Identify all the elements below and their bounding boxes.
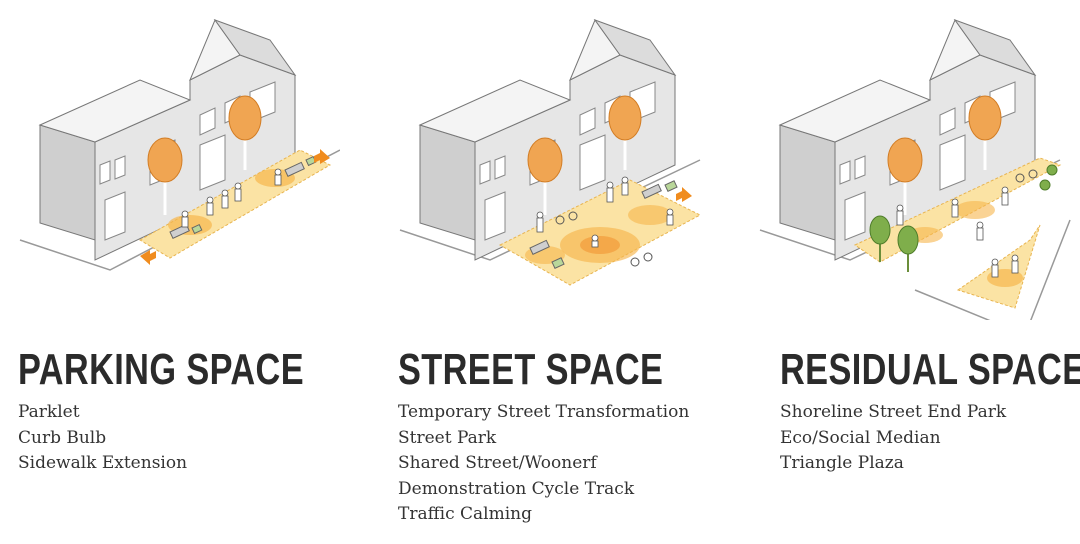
panel-residual-space: RESIDUAL SPACE Shoreline Street End Park…: [740, 0, 1080, 544]
tree-icon: [887, 137, 923, 215]
activity-zone: [580, 236, 620, 254]
tree-icon: [897, 225, 919, 272]
list-item: Shared Street/Woonerf: [398, 453, 597, 473]
panel-title: PARKING SPACE: [18, 345, 305, 394]
list-item: Street Park: [398, 427, 497, 448]
person-icon: [536, 176, 674, 248]
list-item: Eco/Social Median: [780, 427, 941, 448]
tree-icon: [869, 215, 891, 262]
list-item: Parklet: [18, 402, 80, 422]
bicycle-icon: [555, 211, 653, 267]
panel-title: STREET SPACE: [398, 345, 664, 394]
item-list: Temporary Street Transformation Street P…: [398, 400, 689, 528]
building-roof: [778, 79, 932, 143]
tree-icon: [968, 95, 1002, 170]
building-side-wall: [419, 124, 476, 241]
bench-icon: [529, 239, 550, 256]
door: [104, 191, 126, 241]
item-list: Parklet Curb Bulb Sidewalk Extension: [18, 400, 187, 477]
bench-icon: [169, 223, 190, 240]
planter-icon: [664, 180, 678, 193]
building-side-wall: [779, 124, 836, 241]
list-item: Traffic Calming: [398, 504, 533, 524]
panel-parking-space: PARKING SPACE Parklet Curb Bulb Sidewalk…: [0, 0, 340, 544]
arrow-icon: [140, 149, 330, 265]
bicycle-icon: [1015, 169, 1038, 183]
building-roof-slope: [593, 18, 677, 77]
bench-icon: [284, 161, 305, 178]
list-item: Shoreline Street End Park: [780, 402, 1007, 422]
panel-street-space: STREET SPACE Temporary Street Transforma…: [380, 0, 720, 544]
activity-zone: [628, 205, 672, 225]
list-item: Triangle Plaza: [780, 453, 904, 473]
person-icon: [896, 186, 1019, 278]
activity-zone: [955, 201, 995, 219]
tree-icon: [608, 95, 642, 170]
arrow-icon: [676, 187, 692, 202]
list-item: Temporary Street Transformation: [398, 402, 690, 422]
list-item: Sidewalk Extension: [18, 453, 188, 473]
list-item: Curb Bulb: [18, 427, 107, 448]
tree-icon: [147, 137, 183, 215]
person-icon: [181, 168, 282, 228]
tree-icon: [527, 137, 563, 215]
planter-icon: [1039, 164, 1058, 191]
building-roof-slope: [213, 18, 297, 77]
planter-icon: [191, 223, 203, 235]
panel-title: RESIDUAL SPACE: [780, 345, 1080, 394]
building-roof-slope: [953, 18, 1037, 77]
list-item: Demonstration Cycle Track: [398, 478, 635, 499]
building-side-wall: [39, 124, 96, 241]
building-roof: [418, 79, 572, 143]
street-edge: [914, 219, 1071, 320]
item-list: Shoreline Street End Park Eco/Social Med…: [780, 400, 1006, 477]
parking-space-illustration: [19, 18, 340, 271]
street-space-illustration: [399, 18, 702, 286]
door: [844, 191, 866, 241]
door: [484, 191, 506, 241]
bench-icon: [641, 183, 662, 200]
building-roof: [38, 79, 192, 143]
planter-icon: [551, 257, 565, 270]
triangle-plaza: [956, 224, 1041, 309]
residual-space-illustration: [759, 18, 1071, 320]
tree-icon: [228, 95, 262, 170]
